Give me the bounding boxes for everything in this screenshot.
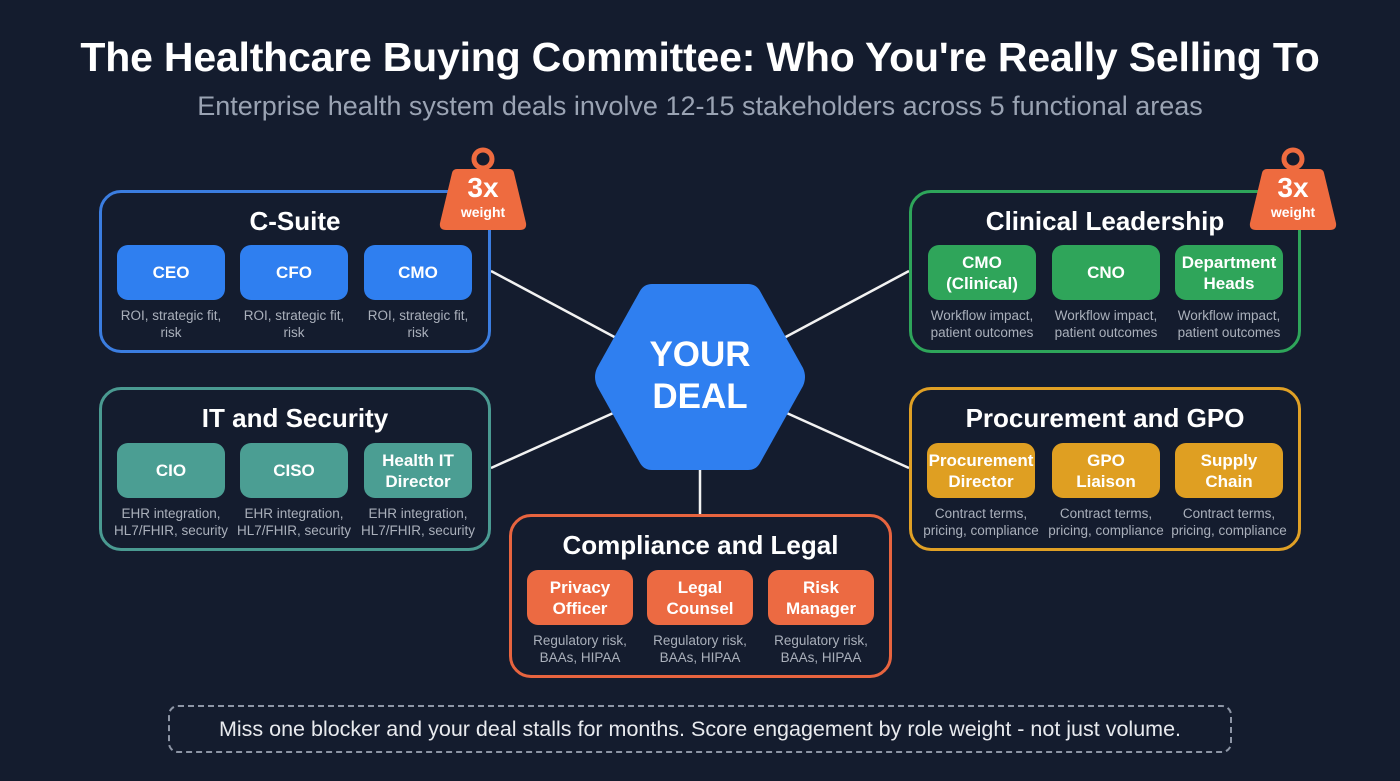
role-name: Privacy	[549, 577, 611, 597]
footer-text: Miss one blocker and your deal stalls fo…	[218, 716, 1181, 741]
kettlebell-weight-icon	[439, 147, 527, 230]
role-desc: Contract terms,pricing, compliance	[1171, 506, 1287, 538]
role-desc: EHR integration,HL7/FHIR, security	[236, 506, 352, 538]
role-desc: EHR integration,HL7/FHIR, security	[113, 506, 229, 538]
role-name: GPO	[1087, 450, 1125, 470]
group-title: IT and Security	[201, 403, 389, 433]
page-title: The Healthcare Buying Committee: Who You…	[80, 34, 1320, 80]
your-deal-hub: YOUR DEAL	[592, 282, 808, 472]
connector-procurement	[779, 408, 910, 470]
footer-callout: Miss one blocker and your deal stalls fo…	[168, 705, 1232, 753]
connector-it	[490, 408, 621, 470]
group-title: Clinical Leadership	[985, 206, 1225, 236]
role-card-cmo[interactable]: CMO	[364, 245, 472, 300]
role-desc: Workflow impact,patient outcomes	[1177, 308, 1281, 340]
role-name: Risk	[803, 577, 839, 597]
role-name: Department	[1181, 252, 1277, 272]
role-desc: Regulatory risk,BAAs, HIPAA	[774, 633, 868, 665]
role-desc: Regulatory risk,BAAs, HIPAA	[533, 633, 627, 665]
role-desc: Workflow impact,patient outcomes	[930, 308, 1034, 340]
weight-badge-csuite: 3x weight	[439, 147, 527, 231]
role-card-cfo[interactable]: CFO	[240, 245, 348, 300]
role-card-ceo[interactable]: CEO	[117, 245, 225, 300]
role-desc: EHR integration,HL7/FHIR, security	[360, 506, 476, 538]
role-card-cno[interactable]: CNO	[1052, 245, 1160, 300]
group-title: C-Suite	[249, 206, 341, 236]
role-name: Legal	[677, 577, 723, 597]
role-name: CEO	[152, 263, 190, 282]
role-name: Supply	[1200, 450, 1258, 470]
role-name: Procurement	[928, 450, 1034, 470]
role-name: CISO	[273, 461, 315, 480]
role-name: CMO	[962, 252, 1002, 272]
role-desc: Regulatory risk,BAAs, HIPAA	[653, 633, 747, 665]
role-desc: Workflow impact,patient outcomes	[1054, 308, 1158, 340]
hexagon-shape	[595, 284, 805, 470]
role-desc: ROI, strategic fit,risk	[367, 308, 469, 340]
group-title: Compliance and Legal	[562, 530, 839, 560]
role-name: CMO	[398, 263, 438, 282]
role-desc: Contract terms,pricing, compliance	[923, 506, 1039, 538]
role-name: CNO	[1087, 263, 1125, 282]
group-title: Procurement and GPO	[965, 403, 1245, 433]
page-subtitle: Enterprise health system deals involve 1…	[197, 91, 1203, 121]
role-name: CIO	[155, 461, 187, 480]
connector-csuite	[490, 269, 621, 342]
role-card-ciso[interactable]: CISO	[240, 443, 348, 498]
kettlebell-weight-icon	[1249, 147, 1337, 230]
role-card-cio[interactable]: CIO	[117, 443, 225, 498]
role-name: CFO	[276, 263, 312, 282]
role-desc: ROI, strategic fit,risk	[243, 308, 345, 340]
role-card-cmo-clinical[interactable]: CMO(Clinical)	[928, 245, 1036, 300]
role-desc: ROI, strategic fit,risk	[120, 308, 222, 340]
role-desc: Contract terms,pricing, compliance	[1048, 506, 1164, 538]
hub-label-line1: YOUR	[649, 335, 751, 374]
weight-badge-clinical: 3x weight	[1249, 147, 1337, 231]
connector-clinical	[779, 269, 910, 342]
hub-label-line2: DEAL	[652, 377, 748, 416]
role-name: Health IT	[382, 450, 454, 470]
